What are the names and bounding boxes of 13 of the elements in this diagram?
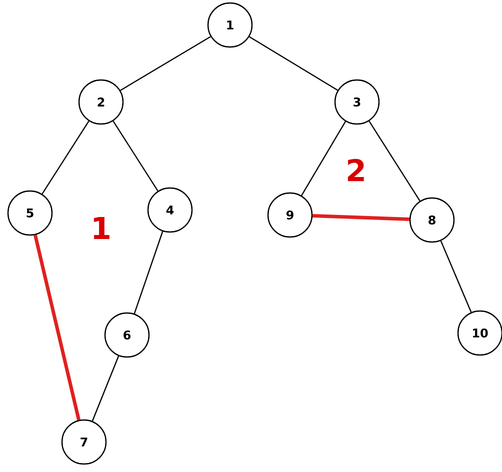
- tree-edge: [134, 231, 164, 314]
- highlighted-edge: [312, 214, 410, 221]
- handwritten-number: 2: [348, 158, 364, 182]
- tree-edge: [440, 240, 472, 312]
- tree-edge: [301, 121, 346, 196]
- tree-edge: [368, 120, 420, 202]
- highlighted-edge: [33, 234, 81, 420]
- tree-edge: [112, 120, 158, 192]
- tree-edge: [249, 36, 338, 91]
- tree-edge: [42, 120, 90, 194]
- tree-edge: [120, 36, 211, 91]
- handwritten-number: 1: [94, 217, 110, 239]
- tree-edge: [92, 356, 120, 422]
